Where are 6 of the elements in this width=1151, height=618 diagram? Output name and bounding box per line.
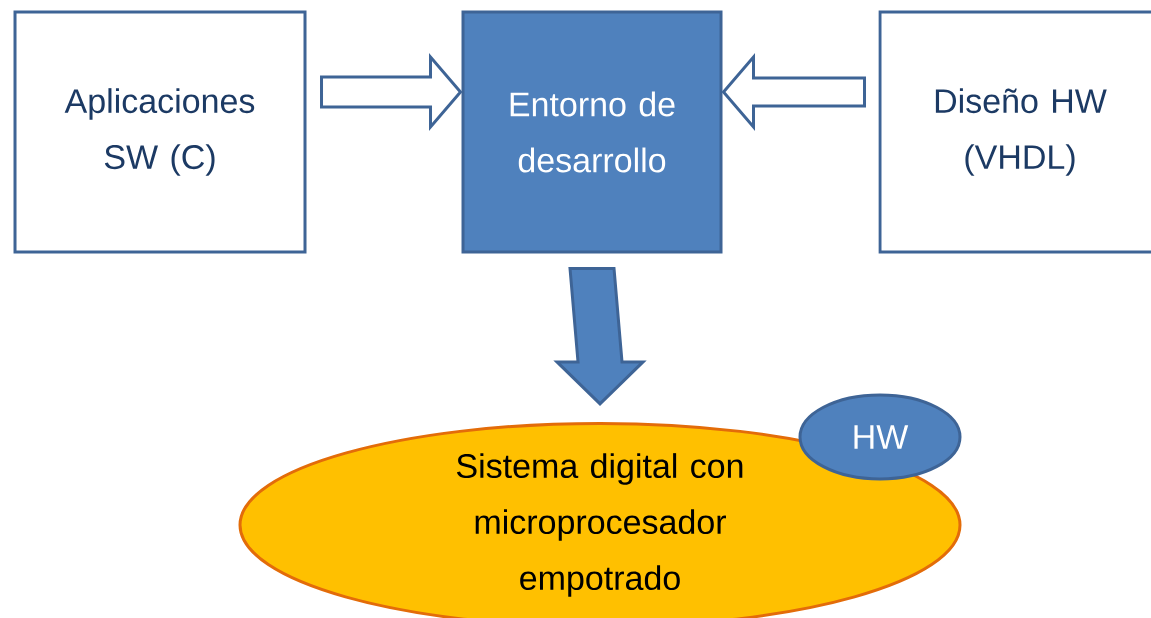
text-box: Diseño HW (VHDL) [878, 10, 1151, 254]
block-arrow [320, 52, 463, 132]
text-box: Aplicaciones SW (C) [13, 10, 307, 254]
process-box: Entorno de desarrollo [461, 10, 723, 254]
block-arrow [553, 267, 647, 406]
block-arrow [721, 52, 866, 132]
